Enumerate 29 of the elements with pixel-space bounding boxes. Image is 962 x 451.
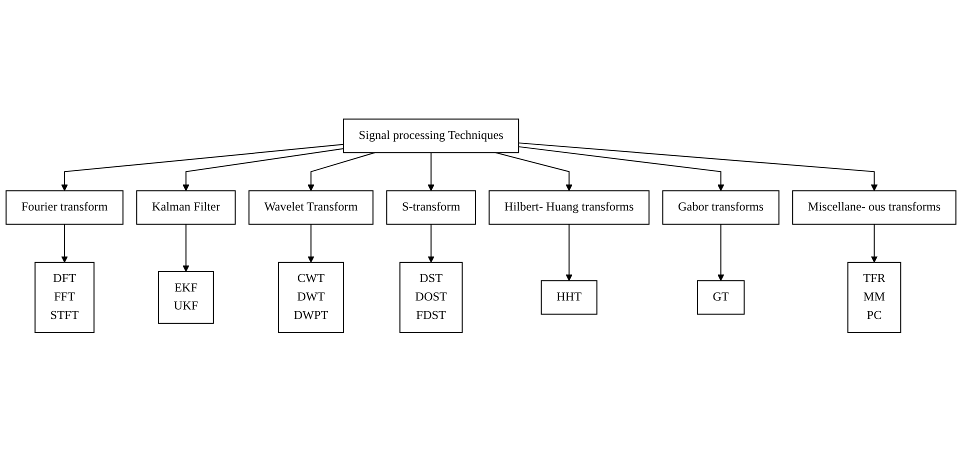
- arrow: [308, 152, 376, 191]
- node-box: Miscellane- ous transforms: [792, 190, 956, 224]
- arrow: [61, 223, 68, 262]
- node-box: Kalman Filter: [136, 190, 236, 224]
- arrow: [495, 152, 572, 191]
- arrow: [870, 223, 878, 262]
- arrow: [308, 223, 314, 262]
- node-box: EKF UKF: [158, 270, 214, 324]
- arrow: [182, 148, 344, 191]
- node-box: DFT FFT STFT: [34, 262, 94, 333]
- node-box: Signal processing Techniques: [343, 118, 520, 153]
- arrow: [428, 223, 434, 262]
- node-box: GT: [696, 280, 745, 314]
- node-box: DST DOST FDST: [399, 262, 463, 333]
- node-box: TFR MM PC: [847, 262, 902, 333]
- arrow: [182, 223, 190, 272]
- arrow: [428, 152, 434, 191]
- node-box: Wavelet Transform: [248, 190, 374, 224]
- arrow: [518, 146, 724, 191]
- node-box: Hilbert- Huang transforms: [488, 190, 650, 224]
- node-box: Fourier transform: [6, 190, 124, 224]
- arrow: [61, 144, 344, 191]
- node-box: Gabor transforms: [662, 190, 780, 224]
- arrow: [717, 223, 724, 281]
- node-box: HHT: [540, 280, 598, 314]
- node-box: S-transform: [386, 190, 476, 224]
- arrow: [566, 223, 572, 281]
- node-box: CWT DWT DWPT: [278, 262, 344, 333]
- arrow: [518, 142, 878, 191]
